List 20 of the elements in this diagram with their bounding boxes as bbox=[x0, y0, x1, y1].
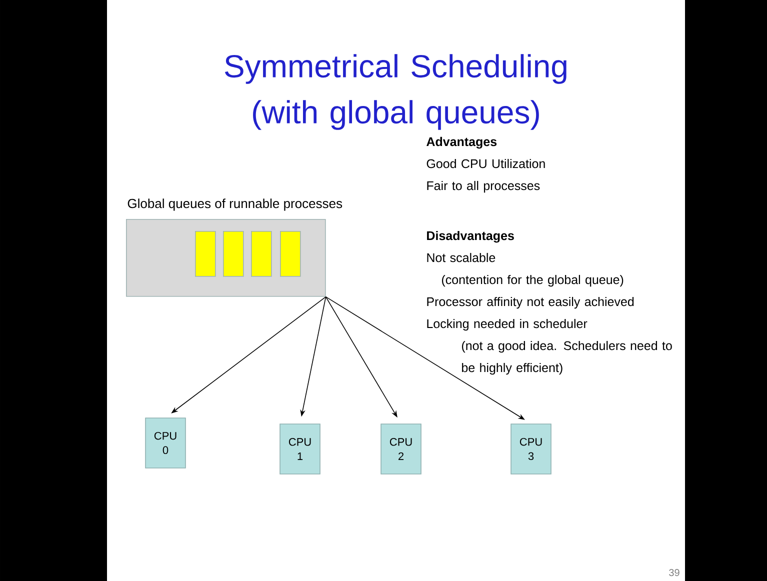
bullet-text: Fair to all processes bbox=[427, 180, 540, 193]
slide-title: Symmetrical Scheduling (with global queues) bbox=[224, 54, 566, 130]
cpu-box: CPU 3 bbox=[510, 424, 552, 474]
queue-slot bbox=[280, 231, 301, 277]
bullet-text: Locking needed in scheduler bbox=[427, 318, 588, 331]
bullet-text: (contention for the global queue) bbox=[442, 274, 624, 287]
cpu-box: CPU 0 bbox=[145, 418, 186, 468]
cpu-box: CPU 1 bbox=[280, 424, 320, 474]
bullet-text: (not a good idea. Schedulers need to be highly efficient) bbox=[462, 340, 672, 375]
section-heading: Advantages bbox=[426, 136, 497, 149]
queue-slot bbox=[251, 231, 272, 277]
queue-slot bbox=[195, 231, 216, 277]
page-number: 39 bbox=[669, 569, 680, 576]
bullet-text: Good CPU Utilization bbox=[426, 158, 545, 168]
section-heading: Disadvantages bbox=[427, 230, 514, 243]
bullet-text: Processor affinity not easily achieved bbox=[427, 296, 634, 309]
bullet-text: Not scalable bbox=[427, 252, 496, 262]
queue-slot bbox=[223, 231, 244, 277]
cpu-box: CPU 2 bbox=[380, 424, 422, 474]
queue-heading: Global queues of runnable processes bbox=[128, 198, 342, 211]
